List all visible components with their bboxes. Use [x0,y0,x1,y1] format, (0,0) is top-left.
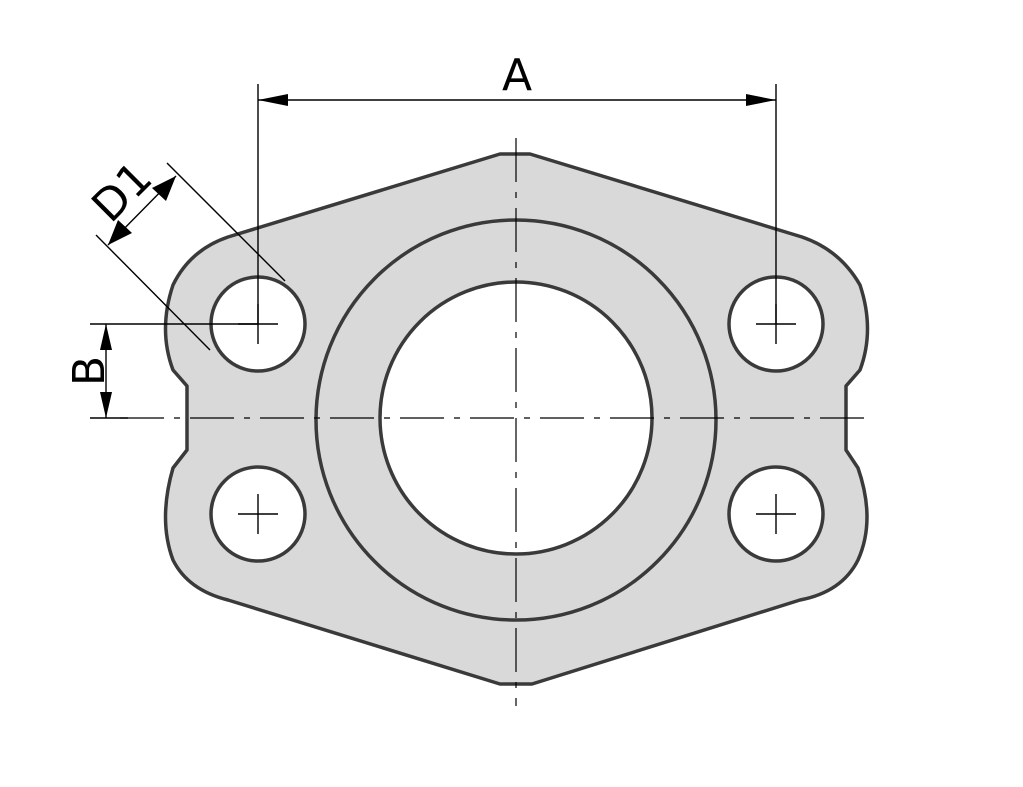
dimension-b: B [64,323,258,419]
dimension-b-label: B [64,356,115,386]
dimension-a-label: A [502,50,532,101]
dimension-d1-label: D1 [82,152,162,232]
dimension-a: A [257,50,777,324]
